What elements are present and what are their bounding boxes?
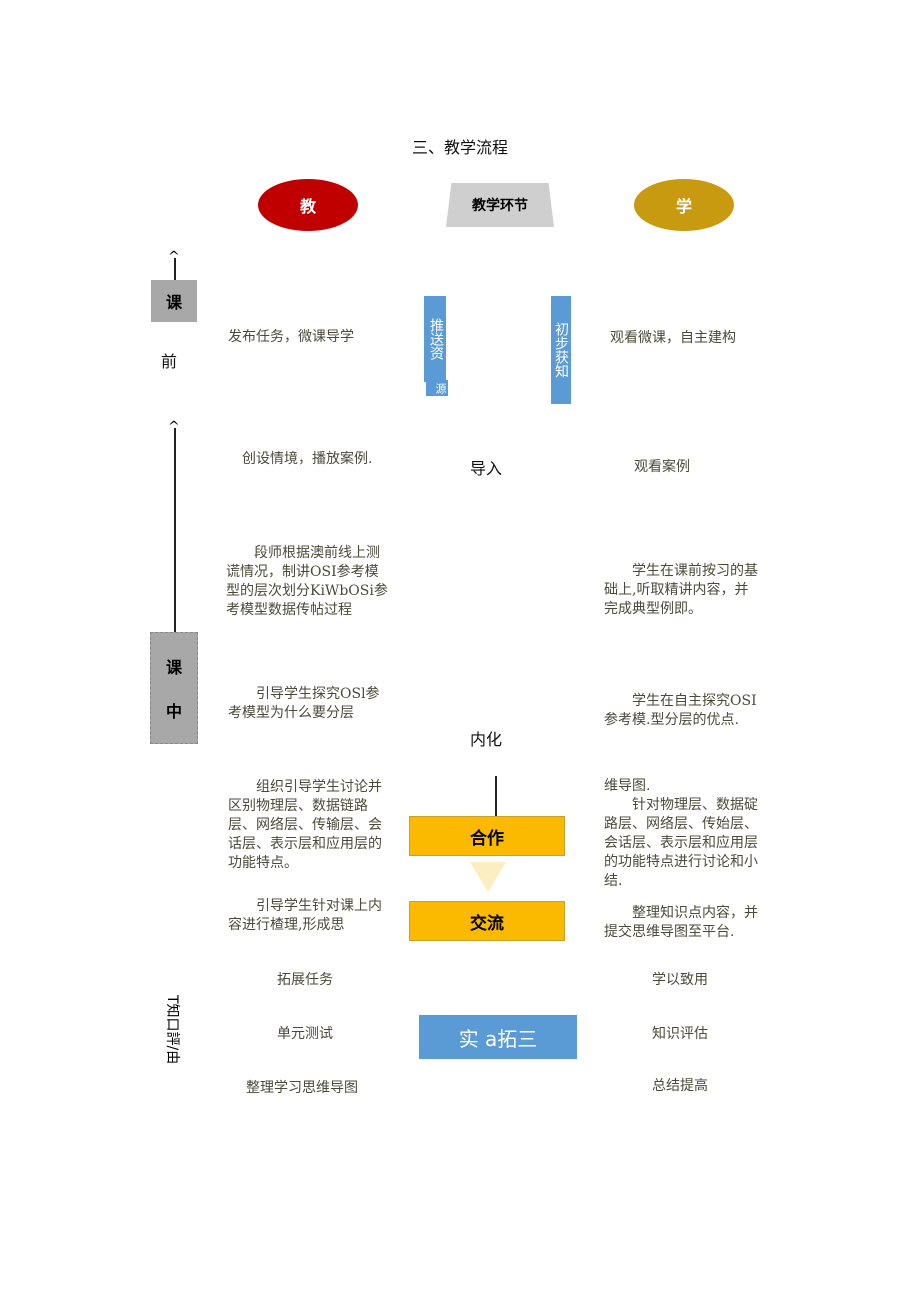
connector-line	[495, 776, 497, 816]
before-student: 观看微课，自主建构	[610, 330, 736, 346]
stage-header: 教学环节	[446, 183, 554, 227]
down-arrow-icon	[470, 862, 506, 892]
arrow-line	[174, 258, 176, 280]
coop-student-pre: 维导图.	[604, 778, 651, 794]
coop-student: 针对物理层、数据碇路层、网络层、传始层、会话层、表示层和应用层的功能特点进行讨论…	[604, 797, 758, 889]
exchange-teacher: 引导学生针对课上内容进行楂理,形成思	[228, 898, 382, 933]
phase-during-2: 中	[165, 702, 182, 721]
teach-oval: 教	[258, 179, 358, 231]
after-student-2: 知识评估	[652, 1026, 708, 1042]
intro-student: 观看案例	[634, 459, 690, 475]
after-student-1: 学以致用	[652, 972, 708, 988]
lecture-teacher: 段师根据澳前线上测谎情况，制讲OSI参考模型的层次划分KiWbOSi参考模型数据…	[226, 545, 388, 618]
phase-before-label: 前	[161, 352, 178, 371]
exchange-stage-box: 交流	[409, 901, 565, 941]
before-mid-left: 推送资	[424, 296, 446, 382]
explore-student: 学生在自主探究OSI参考模.型分层的优点.	[604, 693, 757, 728]
phase-before-box: 课	[151, 280, 197, 322]
phase-during-1: 课	[165, 658, 182, 677]
after-teacher-3: 整理学习思维导图	[246, 1080, 358, 1096]
after-stage-box: 实 a拓三	[419, 1015, 577, 1059]
phase-during-box: 课 中	[150, 632, 198, 744]
intro-teacher: 创设情境，播放案例.	[242, 451, 373, 467]
exchange-student: 整理知识点内容，并提交思维导图至平台.	[604, 905, 758, 940]
coop-stage-box: 合作	[409, 816, 565, 856]
explore-teacher: 引导学生探究OSl参考模型为什么要分层	[228, 686, 380, 721]
before-teacher: 发布任务，微课导学	[228, 329, 354, 345]
after-student-3: 总结提高	[652, 1078, 708, 1094]
arrow-up-icon: ^	[168, 419, 180, 435]
after-teacher-1: 拓展任务	[277, 972, 333, 988]
arrow-up-icon: ^	[168, 249, 180, 265]
timeline-line	[174, 428, 176, 633]
explore-stage: 内化	[470, 730, 503, 749]
before-mid-right: 初步获知	[551, 296, 571, 404]
learn-oval: 学	[634, 179, 734, 231]
coop-teacher: 组织引导学生讨论并区别物理层、数据链路层、网络层、传输层、会话层、表示层和应用层…	[228, 779, 382, 871]
section-title: 三、教学流程	[411, 138, 508, 157]
intro-stage: 导入	[470, 459, 503, 478]
phase-after-label: T知口評/由	[164, 995, 180, 1065]
lecture-student: 学生在课前按习的基础上,听取精讲内容，并完成典型例即。	[604, 563, 758, 617]
after-teacher-2: 单元测试	[277, 1026, 333, 1042]
before-mid-left-tail: 源	[426, 380, 448, 396]
